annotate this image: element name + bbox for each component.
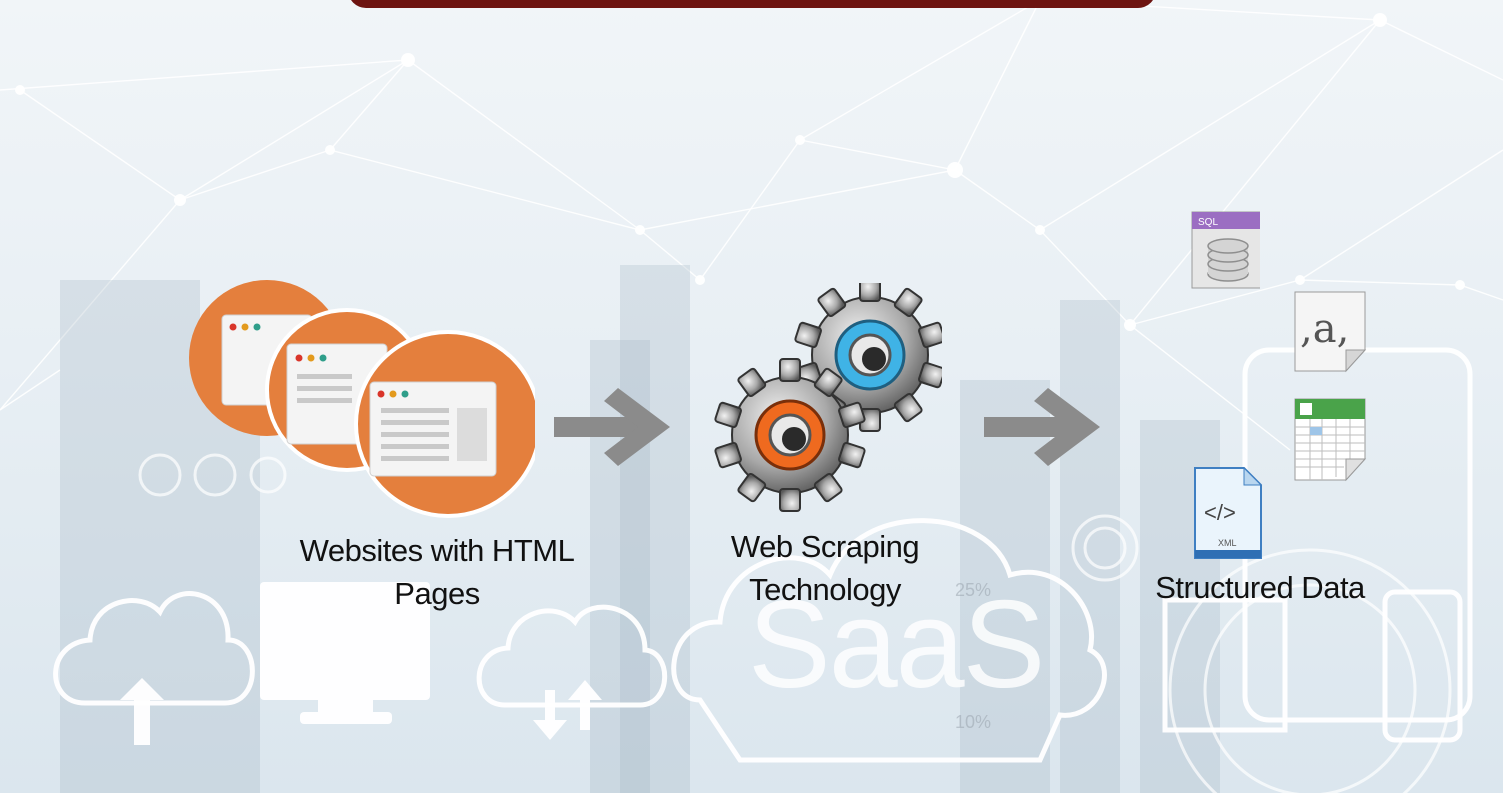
structured-data-caption: Structured Data [1155, 570, 1365, 605]
websites-icon-group [189, 280, 535, 518]
web-scraping-caption-line2: Technology [749, 572, 901, 607]
top-banner [348, 0, 1156, 8]
xml-file-icon: </> XML [1194, 466, 1263, 559]
csv-glyph: ,a, [1300, 306, 1349, 352]
websites-caption-line2: Pages [394, 576, 480, 611]
xml-glyph: </> [1204, 500, 1236, 525]
gear-orange-icon [714, 358, 866, 512]
flow-arrow-icon [984, 388, 1100, 466]
saas-background-text: SaaS [748, 576, 1045, 714]
sql-database-icon: SQL [1191, 211, 1260, 289]
csv-file-icon: ,a, [1294, 291, 1367, 373]
website-icon [354, 330, 535, 518]
gears-icon [714, 283, 942, 512]
xml-label: XML [1218, 538, 1237, 548]
web-scraping-caption-line1: Web Scraping [730, 529, 920, 564]
percent-label-a: 25% [955, 580, 992, 600]
gear-blue-icon [794, 283, 942, 432]
flow-arrow-icon [554, 388, 670, 466]
websites-caption-line1: Websites with HTML [299, 533, 575, 568]
web-scraping-caption: Web Scraping Technology [690, 525, 960, 611]
sql-label: SQL [1198, 217, 1218, 228]
percent-label-b: 10% [955, 712, 992, 732]
websites-caption: Websites with HTML Pages [262, 529, 612, 615]
spreadsheet-file-icon [1294, 398, 1367, 482]
